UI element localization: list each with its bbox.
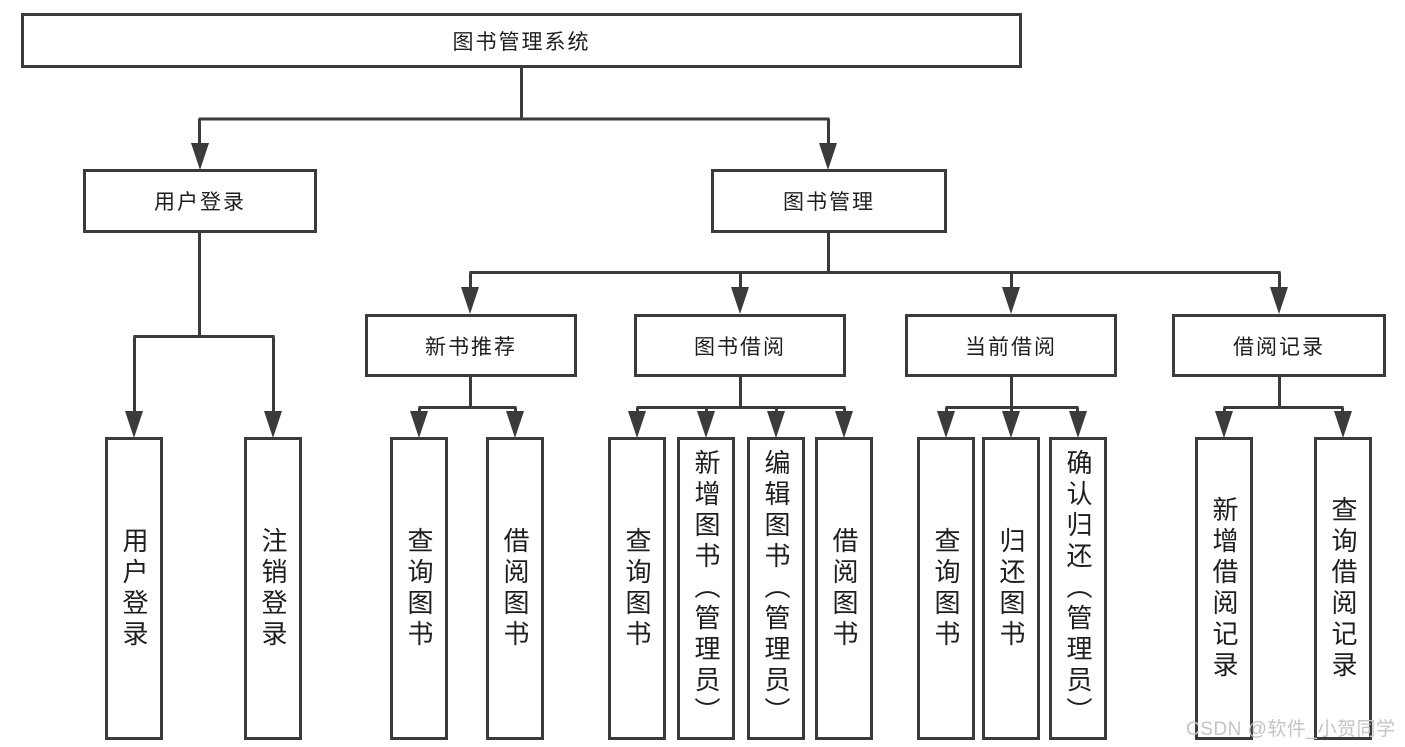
node-current-borrowing: 当前借阅 [905, 314, 1117, 377]
leaf-query-borrow-record: 查询借阅记录 [1314, 437, 1372, 740]
leaf-borrow-books-recommend-label: 借阅图书 [500, 526, 530, 651]
node-borrowing-records-label: 借阅记录 [1233, 335, 1325, 359]
leaf-logout: 注销登录 [244, 437, 302, 740]
leaf-add-borrow-record: 新增借阅记录 [1195, 437, 1253, 740]
leaf-edit-books-admin-label: 编辑图书（管理员） [761, 449, 791, 728]
watermark: CSDN @软件_小贺同学 [1186, 719, 1396, 740]
leaf-confirm-return-admin-label: 确认归还（管理员） [1063, 449, 1093, 728]
node-user-login-label: 用户登录 [154, 191, 246, 214]
leaf-user-login: 用户登录 [105, 437, 163, 740]
leaf-borrow-books-borrowing: 借阅图书 [815, 437, 873, 740]
leaf-query-books-current-label: 查询图书 [931, 526, 961, 651]
node-new-book-recommendation-label: 新书推荐 [425, 335, 517, 359]
leaf-query-books-current: 查询图书 [917, 437, 975, 740]
node-user-login: 用户登录 [83, 169, 317, 233]
leaf-add-borrow-record-label: 新增借阅记录 [1209, 495, 1239, 682]
node-root: 图书管理系统 [21, 13, 1022, 68]
leaf-borrow-books-recommend: 借阅图书 [486, 437, 544, 740]
leaf-add-books-admin-label: 新增图书（管理员） [691, 449, 721, 728]
leaf-return-books: 归还图书 [982, 437, 1040, 740]
node-book-borrowing: 图书借阅 [634, 314, 846, 377]
leaf-query-books-recommend: 查询图书 [390, 437, 448, 740]
leaf-query-borrow-record-label: 查询借阅记录 [1328, 495, 1358, 682]
leaf-edit-books-admin: 编辑图书（管理员） [747, 437, 805, 740]
leaf-query-books-borrowing: 查询图书 [608, 437, 666, 740]
leaf-user-login-label: 用户登录 [119, 526, 149, 651]
node-borrowing-records: 借阅记录 [1172, 314, 1386, 377]
leaf-query-books-recommend-label: 查询图书 [404, 526, 434, 651]
leaf-return-books-label: 归还图书 [996, 526, 1026, 651]
leaf-borrow-books-borrowing-label: 借阅图书 [829, 526, 859, 651]
node-book-management-label: 图书管理 [783, 191, 875, 214]
node-book-borrowing-label: 图书借阅 [694, 335, 786, 359]
node-new-book-recommendation: 新书推荐 [365, 314, 577, 377]
node-book-management: 图书管理 [711, 169, 947, 233]
node-root-label: 图书管理系统 [452, 30, 591, 54]
leaf-logout-label: 注销登录 [258, 526, 288, 651]
leaf-confirm-return-admin: 确认归还（管理员） [1049, 437, 1107, 740]
leaf-query-books-borrowing-label: 查询图书 [622, 526, 652, 651]
node-current-borrowing-label: 当前借阅 [965, 335, 1057, 359]
leaf-add-books-admin: 新增图书（管理员） [677, 437, 735, 740]
